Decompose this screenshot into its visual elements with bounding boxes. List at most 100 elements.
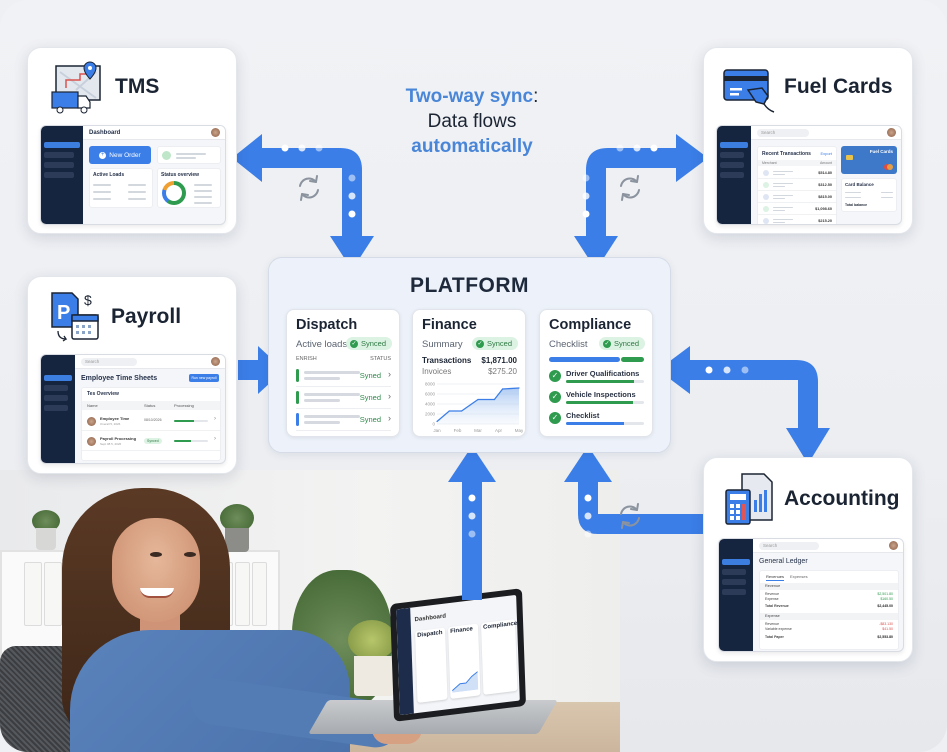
placeholder-line xyxy=(773,207,793,208)
dispatch-row[interactable]: Syned › xyxy=(296,410,391,431)
transaction-row[interactable]: $815.00 xyxy=(758,192,836,203)
ledger-row: Total Paper$2,553.80 xyxy=(760,635,898,640)
row-status: Syned xyxy=(359,415,381,424)
svg-text:$: $ xyxy=(84,292,92,308)
transaction-row[interactable]: $215.20 xyxy=(758,216,836,224)
status-overview-heading: Status overview xyxy=(161,172,200,178)
employee-sub: Overall 5, 2026 xyxy=(100,422,121,426)
compliance-subtitle: Checklist xyxy=(549,339,588,350)
x-tick-label: Jan xyxy=(433,428,441,433)
payroll-screen-header: Employee Time Sheets xyxy=(81,375,158,382)
row-status: Syned xyxy=(359,371,381,380)
checklist-progress-bar xyxy=(566,380,644,383)
column-header: Amount xyxy=(819,161,832,165)
donut-chart xyxy=(162,181,186,205)
tab-revenues[interactable]: Revenues xyxy=(766,574,785,581)
invoices-label: Invoices xyxy=(422,367,452,376)
export-link[interactable]: Export xyxy=(820,151,832,156)
placeholder-line xyxy=(773,183,793,184)
ledger-label: Variable expense xyxy=(765,627,792,631)
plant xyxy=(32,510,60,532)
progress-fill xyxy=(174,440,191,442)
accounting-card[interactable]: Accounting Search General Ledger Revenue… xyxy=(703,457,913,662)
sync-icon xyxy=(299,175,319,201)
accounting-title: Accounting xyxy=(784,487,900,510)
ledger-label: Total Revenue xyxy=(765,604,789,608)
chevron-right-icon[interactable]: › xyxy=(214,416,216,422)
chevron-right-icon[interactable]: › xyxy=(388,369,391,379)
data-point xyxy=(477,398,479,401)
transactions-label: Transactions xyxy=(422,356,472,365)
progress-fill xyxy=(566,422,624,425)
dispatch-module[interactable]: Dispatch Active loads ✓Synced ENRISH STA… xyxy=(286,309,400,437)
transaction-amount: $215.20 xyxy=(818,219,832,223)
y-tick-label: 8000 xyxy=(425,382,436,387)
search-input[interactable]: Search xyxy=(757,129,809,137)
synced-badge: ✓Synced xyxy=(471,337,518,350)
laptop: Dashboard Dispatch Finance Compliance xyxy=(389,588,527,722)
fuel-cards-card[interactable]: Fuel Cards Search Recent Transactions Ex… xyxy=(703,47,913,234)
employee-avatar xyxy=(87,437,96,446)
progress-fill xyxy=(566,401,634,404)
dispatch-row[interactable]: Syned › xyxy=(296,366,391,387)
new-order-button[interactable]: +New Order xyxy=(89,146,151,164)
merchant-icon xyxy=(763,170,769,176)
transaction-row[interactable]: $514.80 xyxy=(758,168,836,179)
search-input[interactable]: Search xyxy=(759,542,819,550)
ledger-value: $2,501.80 xyxy=(877,592,893,596)
ledger-row: Revenue$2,501.80 xyxy=(760,592,898,597)
tms-card[interactable]: TMS Dashboard +New Order Active Loads St… xyxy=(27,47,237,234)
chevron-right-icon[interactable]: › xyxy=(388,413,391,423)
fuel-card-icon xyxy=(723,69,775,113)
search-input[interactable]: Search xyxy=(81,358,137,366)
progress-fill xyxy=(566,380,634,383)
data-point xyxy=(502,388,504,390)
arrow-platform-accounting xyxy=(658,346,830,464)
checklist-progress-bar xyxy=(566,401,644,404)
x-tick-label: Apr xyxy=(495,428,503,433)
ledger-label: Total Paper xyxy=(765,635,784,639)
chevron-right-icon[interactable]: › xyxy=(388,391,391,401)
chevron-right-icon[interactable]: › xyxy=(214,436,216,442)
transaction-amount: $1,098.60 xyxy=(815,207,832,211)
platform-panel: PLATFORM Dispatch Active loads ✓Synced E… xyxy=(268,257,671,453)
checklist-progress-bar xyxy=(566,422,644,425)
payroll-title: Payroll xyxy=(111,305,182,328)
check-circle-icon: ✓ xyxy=(549,391,561,403)
compliance-module[interactable]: Compliance Checklist ✓Synced ✓Driver Qua… xyxy=(539,309,653,437)
person-face xyxy=(112,518,200,622)
synced-badge: ✓Synced xyxy=(345,337,392,350)
payroll-card[interactable]: P $ Payroll Search Employee Time Sheets … xyxy=(27,276,237,474)
dispatch-subtitle: Active loads xyxy=(296,339,348,350)
invoices-row: Invoices$275.20 xyxy=(422,367,517,376)
merchant-icon xyxy=(763,218,769,224)
placeholder-line xyxy=(773,174,785,175)
column-header: ENRISH xyxy=(296,356,317,362)
compliance-title: Compliance xyxy=(549,317,632,333)
headline-part1: Two-way sync xyxy=(405,86,534,107)
transaction-row[interactable]: $312.50 xyxy=(758,180,836,191)
synced-label: Synced xyxy=(486,339,512,348)
run-payroll-button[interactable]: Run new payroll xyxy=(189,374,219,382)
plus-icon: + xyxy=(99,151,107,159)
sync-icon xyxy=(620,175,640,201)
tab-expenses[interactable]: Expenses xyxy=(790,574,808,579)
status-color-bar xyxy=(296,413,299,426)
headline-part3: automatically xyxy=(411,136,533,157)
placeholder-line xyxy=(773,171,793,172)
dispatch-row[interactable]: Syned› xyxy=(296,388,391,409)
check-icon: ✓ xyxy=(475,339,484,348)
placeholder-line xyxy=(773,186,785,187)
finance-module[interactable]: Finance Summary ✓Synced Transactions$1,8… xyxy=(412,309,526,437)
status-color-bar xyxy=(296,369,299,382)
transaction-row[interactable]: $1,098.60 xyxy=(758,204,836,215)
synced-label: Synced xyxy=(613,339,639,348)
transaction-amount: $815.00 xyxy=(818,195,832,199)
merchant-icon xyxy=(763,194,769,200)
x-tick-label: Feb xyxy=(454,428,462,433)
ledger-value: $160.50 xyxy=(880,597,893,601)
